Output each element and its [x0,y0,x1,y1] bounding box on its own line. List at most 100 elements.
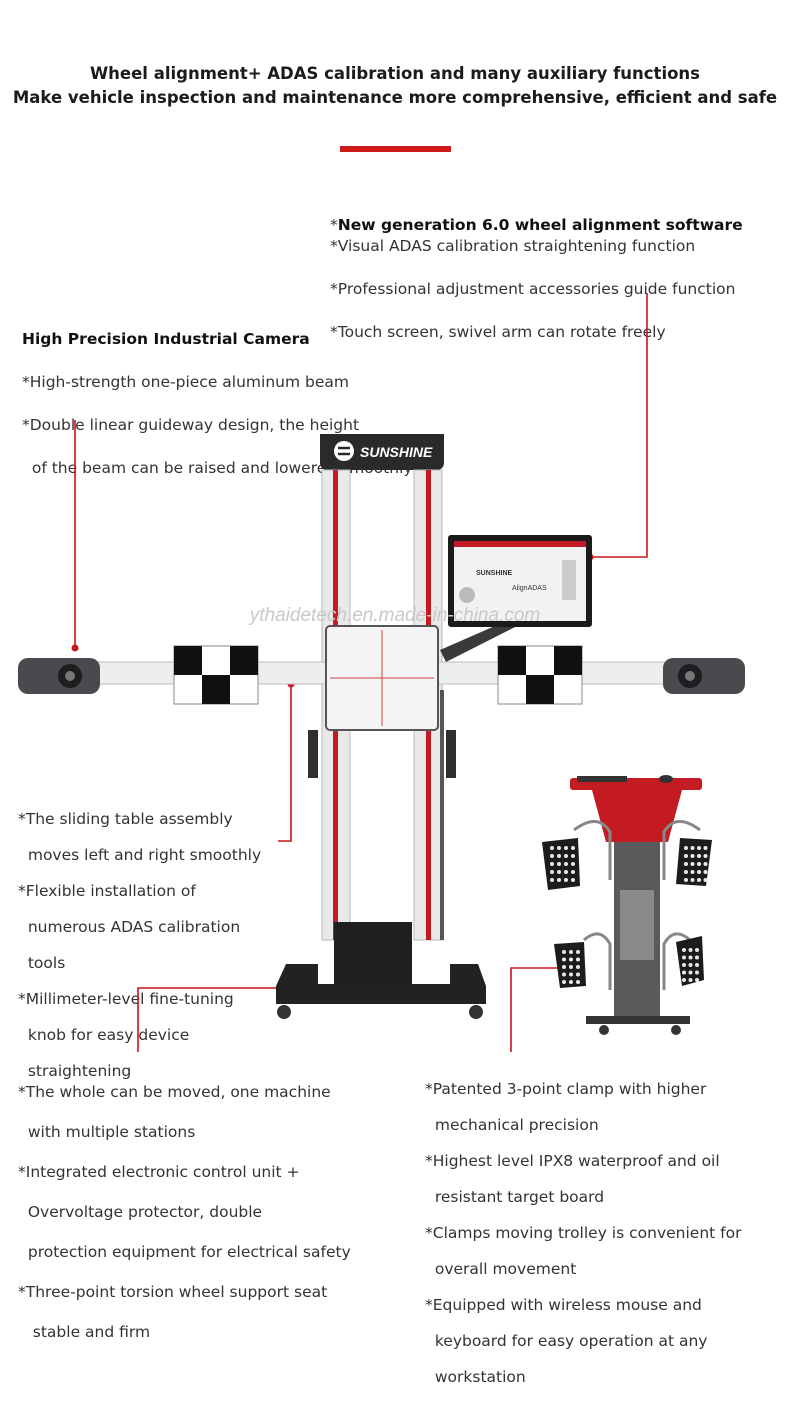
target-dot [697,846,701,850]
sliding-feature-item: *Flexible installation of [18,882,196,900]
mobility-feature-item: *Three-point torsion wheel support seat [18,1283,328,1301]
accent-divider [340,146,451,152]
target-dot [703,862,708,866]
watermark: ythaidetech.en.made-in-china.com [248,605,540,626]
target-dot [550,862,554,866]
target-left [173,645,259,705]
camera-features: High Precision Industrial Camera *High-s… [22,307,413,501]
sliding-feature-item: tools [18,954,66,972]
clamp-target-lower-left [554,942,586,988]
target-dot [569,980,573,984]
sliding-feature-item: *The sliding table assembly [18,810,233,828]
target-dot [569,965,573,969]
sliding-feature-item: knob for easy device [18,1026,190,1044]
target-dot [562,950,566,954]
screen-brand: SUNSHINE [476,570,513,577]
target-dot [690,862,695,866]
target-dot [562,957,566,962]
leader-line-clamp [510,967,573,1052]
target-dot [688,963,693,967]
target-dot [697,854,701,858]
target-dot [682,963,686,967]
target-dot [690,854,695,858]
target-dot [576,957,580,962]
clamp-feature-item: workstation [425,1368,526,1386]
software-features-title: New generation 6.0 wheel alignment softw… [337,215,743,234]
target-dot [684,862,688,866]
mobility-feature-item: stable and firm [18,1323,151,1341]
target-dot [703,870,708,874]
target-dot [557,870,561,874]
target-dot [688,978,693,982]
headline-line-1: Wheel alignment+ ADAS calibration and ma… [89,64,701,83]
target-dot [684,854,688,858]
sliding-feature-item: *Millimeter-level fine-tuning [18,990,234,1008]
sliding-feature-item: numerous ADAS calibration [18,918,241,936]
target-dot [695,978,699,982]
target-dot [571,878,575,882]
mobility-feature-item: Overvoltage protector, double [18,1203,263,1221]
target-dot [690,846,695,850]
sliding-feature-item: straightening [18,1062,132,1080]
target-dot [576,965,580,969]
target-dot [562,965,566,969]
clamp-feature-item: *Equipped with wireless mouse and [425,1296,702,1314]
mobility-feature-item: *The whole can be moved, one machine [18,1083,331,1101]
target-dot [550,846,554,850]
clamp-feature-item: keyboard for easy operation at any [425,1332,708,1350]
brand-label: SUNSHINE [360,444,433,460]
target-dot [564,854,568,858]
target-dot [682,970,686,975]
target-dot [550,870,554,874]
target-dot [690,878,695,882]
target-dot [684,846,688,850]
software-features: *New generation 6.0 wheel alignment soft… [330,193,743,365]
sliding-feature-item: moves left and right smoothly [18,846,262,864]
target-dot [682,948,686,952]
leader-line-software [590,293,648,558]
machine-base [276,922,486,1019]
leader-dot-camera [71,644,79,652]
clamp-target-upper-right [676,838,712,886]
machine-illustration: SUNSHINE SUNSHINE AlignADAS [18,293,745,1052]
target-right [497,645,583,705]
leader-line-sliding [278,684,292,842]
clamp-target-upper-left [542,838,580,890]
software-feature-item: *Visual ADAS calibration straightening f… [330,237,696,255]
target-dot [562,980,566,984]
target-dot [550,878,554,882]
screen-title: AlignADAS [512,585,547,592]
target-dot [703,846,708,850]
column-head: SUNSHINE [320,434,444,470]
target-dot [562,972,566,977]
target-dot [703,854,708,858]
target-dot [684,870,688,874]
target-dot [564,878,568,882]
target-dot [550,854,554,858]
camera-feature-item: *High-strength one-piece aluminum beam [22,372,349,391]
target-dot [697,878,701,882]
clamp-feature-item: resistant target board [425,1188,605,1206]
sliding-table-features: *The sliding table assembly moves left a… [18,792,261,1098]
target-dot [688,948,693,952]
target-dot [569,957,573,962]
target-dot [688,970,693,975]
headline-line-2: Make vehicle inspection and maintenance … [12,88,778,107]
clamp-trolley [570,775,702,1035]
clamp-feature-item: mechanical precision [425,1116,599,1134]
target-dot [690,870,695,874]
target-dot [695,970,699,975]
target-dot [682,955,686,960]
target-dot [684,878,688,882]
software-feature-item: *Touch screen, swivel arm can rotate fre… [330,323,666,341]
monitor: SUNSHINE AlignADAS [440,535,592,662]
target-dot [557,846,561,850]
target-dot [571,870,575,874]
target-dot [569,950,573,954]
target-dot [564,862,568,866]
mobility-feature-item: with multiple stations [18,1123,196,1141]
target-dot [695,955,699,960]
software-feature-item: *Professional adjustment accessories gui… [330,280,736,298]
leader-line-mobility [137,987,297,1052]
target-dot [697,870,701,874]
